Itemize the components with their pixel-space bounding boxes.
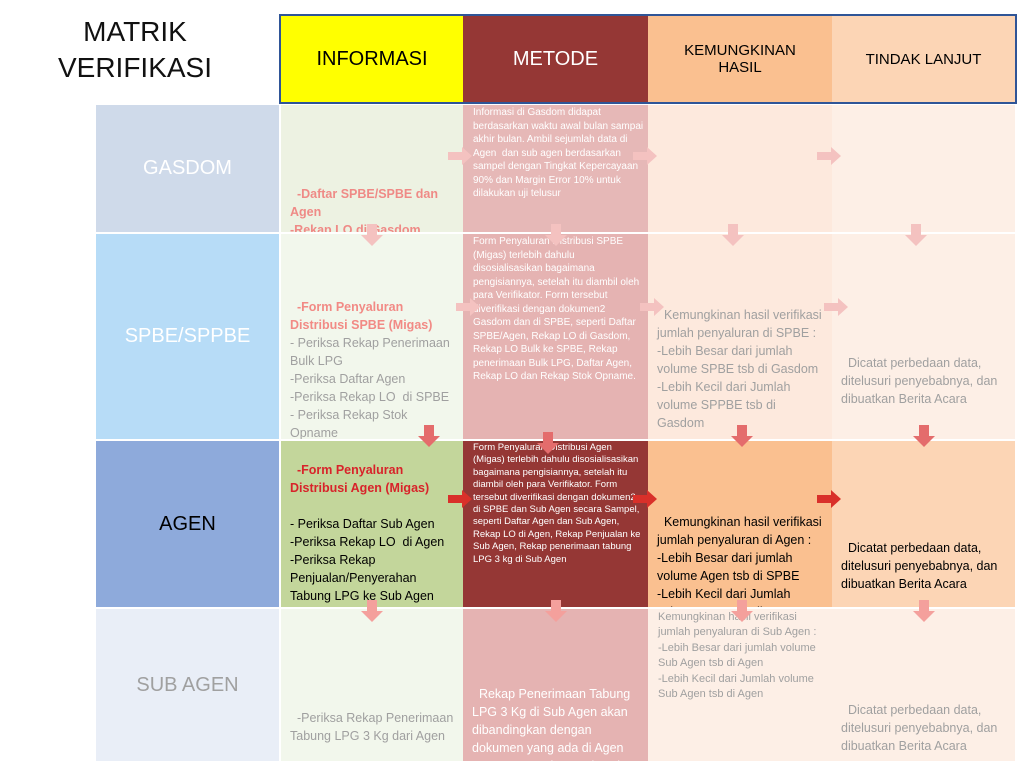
- row-label-sub-agen: SUB AGEN: [96, 609, 279, 761]
- arrow-right-icon: [448, 490, 472, 508]
- arrow-down-icon: [545, 600, 567, 622]
- spbe-tindak-text: Dicatat perbedaan data, ditelusuri penye…: [841, 356, 1001, 406]
- header-kemungkinan-hasil-label: KEMUNGKINAN HASIL: [684, 42, 796, 76]
- arrow-right-icon: [633, 147, 657, 165]
- agen-metode: Form Penyaluran Distribusi Agen (Migas) …: [463, 441, 648, 607]
- sub-agen-hasil-text: Kemungkinan hasil verifikasi jumlah peny…: [658, 611, 817, 701]
- spbe-informasi-red: -Form Penyaluran Distribusi SPBE (Migas): [290, 300, 433, 332]
- arrow-right-icon: [824, 298, 848, 316]
- arrow-down-icon: [418, 425, 440, 447]
- sub-agen-tindak-text: Dicatat perbedaan data, ditelusuri penye…: [841, 703, 1001, 753]
- arrow-down-icon: [731, 600, 753, 622]
- agen-tindak: Dicatat perbedaan data, ditelusuri penye…: [832, 441, 1015, 607]
- page-title: MATRIK VERIFIKASI: [57, 16, 213, 83]
- gasdom-informasi: -Daftar SPBE/SPBE dan Agen -Rekap LO di …: [281, 105, 463, 232]
- spbe-informasi-text: - Periksa Rekap Penerimaan Bulk LPG -Per…: [290, 336, 450, 439]
- arrow-down-icon: [537, 432, 559, 454]
- header-metode-label: METODE: [512, 47, 599, 70]
- gasdom-hasil: [648, 105, 832, 232]
- arrow-right-icon: [633, 490, 657, 508]
- spbe-hasil: Kemungkinan hasil verifikasi jumlah peny…: [648, 234, 832, 439]
- header-tindak-lanjut: TINDAK LANJUT: [832, 16, 1015, 102]
- sub-agen-tindak: Dicatat perbedaan data, ditelusuri penye…: [832, 609, 1015, 761]
- arrow-down-icon: [913, 425, 935, 447]
- arrow-right-icon: [456, 298, 480, 316]
- header-kemungkinan-hasil: KEMUNGKINAN HASIL: [648, 16, 832, 102]
- row-label-agen: AGEN: [96, 441, 279, 607]
- gasdom-informasi-red: -Daftar SPBE/SPBE dan Agen -Rekap LO di …: [290, 187, 438, 232]
- sub-agen-informasi-text: -Periksa Rekap Penerimaan Tabung LPG 3 K…: [290, 711, 457, 743]
- agen-hasil-text: Kemungkinan hasil verifikasi jumlah peny…: [657, 515, 822, 607]
- spbe-informasi: -Form Penyaluran Distribusi SPBE (Migas)…: [281, 234, 463, 439]
- spbe-metode-text: Form Penyaluran Distribusi SPBE (Migas) …: [473, 236, 643, 382]
- arrow-down-icon: [722, 224, 744, 246]
- row-label-spbe: SPBE/SPPBE: [96, 234, 279, 439]
- arrow-down-icon: [361, 600, 383, 622]
- header-tindak-lanjut-label: TINDAK LANJUT: [865, 50, 982, 68]
- arrow-right-icon: [817, 147, 841, 165]
- arrow-right-icon: [640, 298, 664, 316]
- row-label-gasdom: GASDOM: [96, 105, 279, 232]
- row-label-gasdom-text: GASDOM: [143, 157, 232, 179]
- header-informasi: INFORMASI: [281, 16, 463, 102]
- arrow-down-icon: [913, 600, 935, 622]
- row-label-agen-text: AGEN: [159, 512, 216, 535]
- arrow-down-icon: [905, 224, 927, 246]
- agen-tindak-text: Dicatat perbedaan data, ditelusuri penye…: [841, 541, 1001, 591]
- sub-agen-metode: Rekap Penerimaan Tabung LPG 3 Kg di Sub …: [463, 609, 648, 761]
- arrow-right-icon: [817, 490, 841, 508]
- header-informasi-label: INFORMASI: [316, 47, 428, 70]
- row-label-sub-agen-text: SUB AGEN: [136, 673, 239, 696]
- arrow-down-icon: [361, 224, 383, 246]
- gasdom-tindak: [832, 105, 1015, 232]
- spbe-tindak: Dicatat perbedaan data, ditelusuri penye…: [832, 234, 1015, 439]
- agen-informasi-text: - Periksa Daftar Sub Agen -Periksa Rekap…: [290, 517, 445, 603]
- sub-agen-metode-text: Rekap Penerimaan Tabung LPG 3 Kg di Sub …: [472, 687, 637, 761]
- agen-metode-text: Form Penyaluran Distribusi Agen (Migas) …: [473, 442, 641, 565]
- sub-agen-hasil: Kemungkinan hasil verifikasi jumlah peny…: [648, 609, 832, 761]
- sub-agen-informasi: -Periksa Rekap Penerimaan Tabung LPG 3 K…: [281, 609, 463, 761]
- arrow-down-icon: [731, 425, 753, 447]
- agen-informasi: -Form Penyaluran Distribusi Agen (Migas)…: [281, 441, 463, 607]
- spbe-hasil-text: Kemungkinan hasil verifikasi jumlah peny…: [657, 308, 822, 430]
- spbe-metode: Form Penyaluran Distribusi SPBE (Migas) …: [463, 234, 648, 439]
- arrow-right-icon: [448, 147, 472, 165]
- agen-informasi-red: -Form Penyaluran Distribusi Agen (Migas): [290, 463, 430, 495]
- gasdom-metode: Informasi di Gasdom didapat berdasarkan …: [463, 105, 648, 232]
- arrow-down-icon: [545, 224, 567, 246]
- gasdom-metode-text: Informasi di Gasdom didapat berdasarkan …: [473, 107, 646, 199]
- header-frame: [279, 14, 1017, 104]
- header-metode: METODE: [463, 16, 648, 102]
- agen-hasil: Kemungkinan hasil verifikasi jumlah peny…: [648, 441, 832, 607]
- row-label-spbe-text: SPBE/SPPBE: [124, 325, 251, 347]
